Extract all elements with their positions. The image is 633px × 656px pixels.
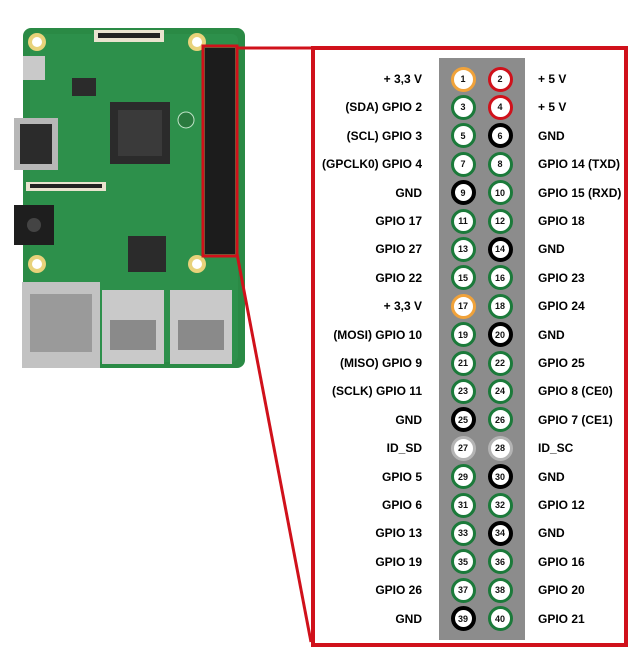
- pin-12-label: GPIO 18: [538, 214, 585, 228]
- pin-26-label: GPIO 7 (CE1): [538, 412, 613, 427]
- pin-34-label: GND: [538, 526, 565, 541]
- pin-34: 34: [487, 520, 513, 546]
- pin-17: 17: [450, 293, 476, 319]
- pin-1: 1: [450, 66, 476, 92]
- pin-15: 15: [450, 265, 476, 291]
- pin-33: 33: [450, 520, 476, 546]
- pin-21-label: (MISO) GPIO 9: [339, 356, 422, 370]
- pin-36-label: GPIO 16: [538, 554, 585, 569]
- pin-24-label: GPIO 8 (CE0): [538, 384, 613, 399]
- pin-4: 4: [487, 94, 513, 120]
- pin-38-label: GPIO 20: [538, 583, 585, 598]
- pin-30: 30: [487, 464, 513, 490]
- pin-5-label: (SCL) GPIO 3: [346, 128, 422, 143]
- pin-22: 22: [487, 350, 513, 376]
- micro-usb-power: [23, 56, 45, 80]
- pin-20-label: GND: [538, 327, 565, 342]
- pin-9: 9: [450, 180, 476, 206]
- pin-29-label: GPIO 5: [381, 469, 422, 484]
- pin-12: 12: [487, 208, 513, 234]
- pin-37: 37: [450, 577, 476, 603]
- pin-14: 14: [487, 236, 513, 262]
- pin-2: 2: [487, 66, 513, 92]
- pin-31: 31: [450, 492, 476, 518]
- pin-28: 28: [487, 435, 513, 461]
- pin-11-label: GPIO 17: [375, 214, 422, 228]
- pin-16-label: GPIO 23: [538, 270, 585, 285]
- pin-27-label: ID_SD: [386, 441, 422, 456]
- pin-20: 20: [487, 322, 513, 348]
- pin-7: 7: [450, 151, 476, 177]
- pin-4-label: + 5 V: [538, 100, 567, 115]
- pin-35: 35: [450, 549, 476, 575]
- pin-9-label: GND: [395, 185, 422, 200]
- pin-13: 13: [450, 236, 476, 262]
- pin-31-label: GPIO 6: [381, 498, 422, 512]
- pin-23: 23: [450, 378, 476, 404]
- pin-28-label: ID_SC: [538, 441, 574, 456]
- pin-22-label: GPIO 25: [538, 356, 585, 370]
- pin-38: 38: [487, 577, 513, 603]
- pin-19: 19: [450, 322, 476, 348]
- pin-19-label: (MOSI) GPIO 10: [333, 327, 422, 342]
- pin-16: 16: [487, 265, 513, 291]
- pin-8: 8: [487, 151, 513, 177]
- pin-14-label: GND: [538, 242, 565, 257]
- header-strip: [439, 58, 525, 640]
- pin-10-label: GPIO 15 (RXD): [538, 185, 622, 200]
- pin-18-label: GPIO 24: [538, 299, 585, 314]
- pin-33-label: GPIO 13: [375, 526, 422, 541]
- callout-line-bottom: [235, 253, 313, 643]
- gpio-header-highlight: [201, 44, 239, 258]
- pin-17-label: + 3,3 V: [383, 299, 422, 314]
- pin-13-label: GPIO 27: [375, 242, 422, 257]
- pin-30-label: GND: [538, 469, 565, 484]
- pin-15-label: GPIO 22: [375, 270, 422, 285]
- pin-27: 27: [450, 435, 476, 461]
- pin-39: 39: [450, 606, 476, 632]
- pin-25-label: GND: [395, 412, 422, 427]
- pin-26: 26: [487, 407, 513, 433]
- pin-29: 29: [450, 464, 476, 490]
- pin-11: 11: [450, 208, 476, 234]
- pin-40-label: GPIO 21: [538, 611, 585, 626]
- pin-3-label: (SDA) GPIO 2: [345, 100, 422, 115]
- pin-3: 3: [450, 94, 476, 120]
- pin-21: 21: [450, 350, 476, 376]
- lan-chip: [128, 236, 166, 272]
- pin-1-label: + 3,3 V: [383, 72, 422, 86]
- pin-6: 6: [487, 123, 513, 149]
- pin-40: 40: [487, 606, 513, 632]
- pin-25: 25: [450, 407, 476, 433]
- pin-24: 24: [487, 378, 513, 404]
- pin-39-label: GND: [395, 611, 422, 626]
- pinout-callout-frame: [311, 46, 628, 647]
- pin-2-label: + 5 V: [538, 72, 567, 86]
- gpio-header: [205, 48, 235, 254]
- pin-35-label: GPIO 19: [375, 554, 422, 569]
- pin-18: 18: [487, 293, 513, 319]
- pin-32-label: GPIO 12: [538, 498, 585, 512]
- pin-8-label: GPIO 14 (TXD): [538, 157, 621, 172]
- pin-37-label: GPIO 26: [375, 583, 422, 598]
- pin-7-label: (GPCLK0) GPIO 4: [321, 157, 422, 172]
- pin-36: 36: [487, 549, 513, 575]
- pin-6-label: GND: [538, 128, 565, 143]
- pin-5: 5: [450, 123, 476, 149]
- pin-23-label: (SCLK) GPIO 11: [331, 384, 422, 399]
- pin-32: 32: [487, 492, 513, 518]
- pin-10: 10: [487, 180, 513, 206]
